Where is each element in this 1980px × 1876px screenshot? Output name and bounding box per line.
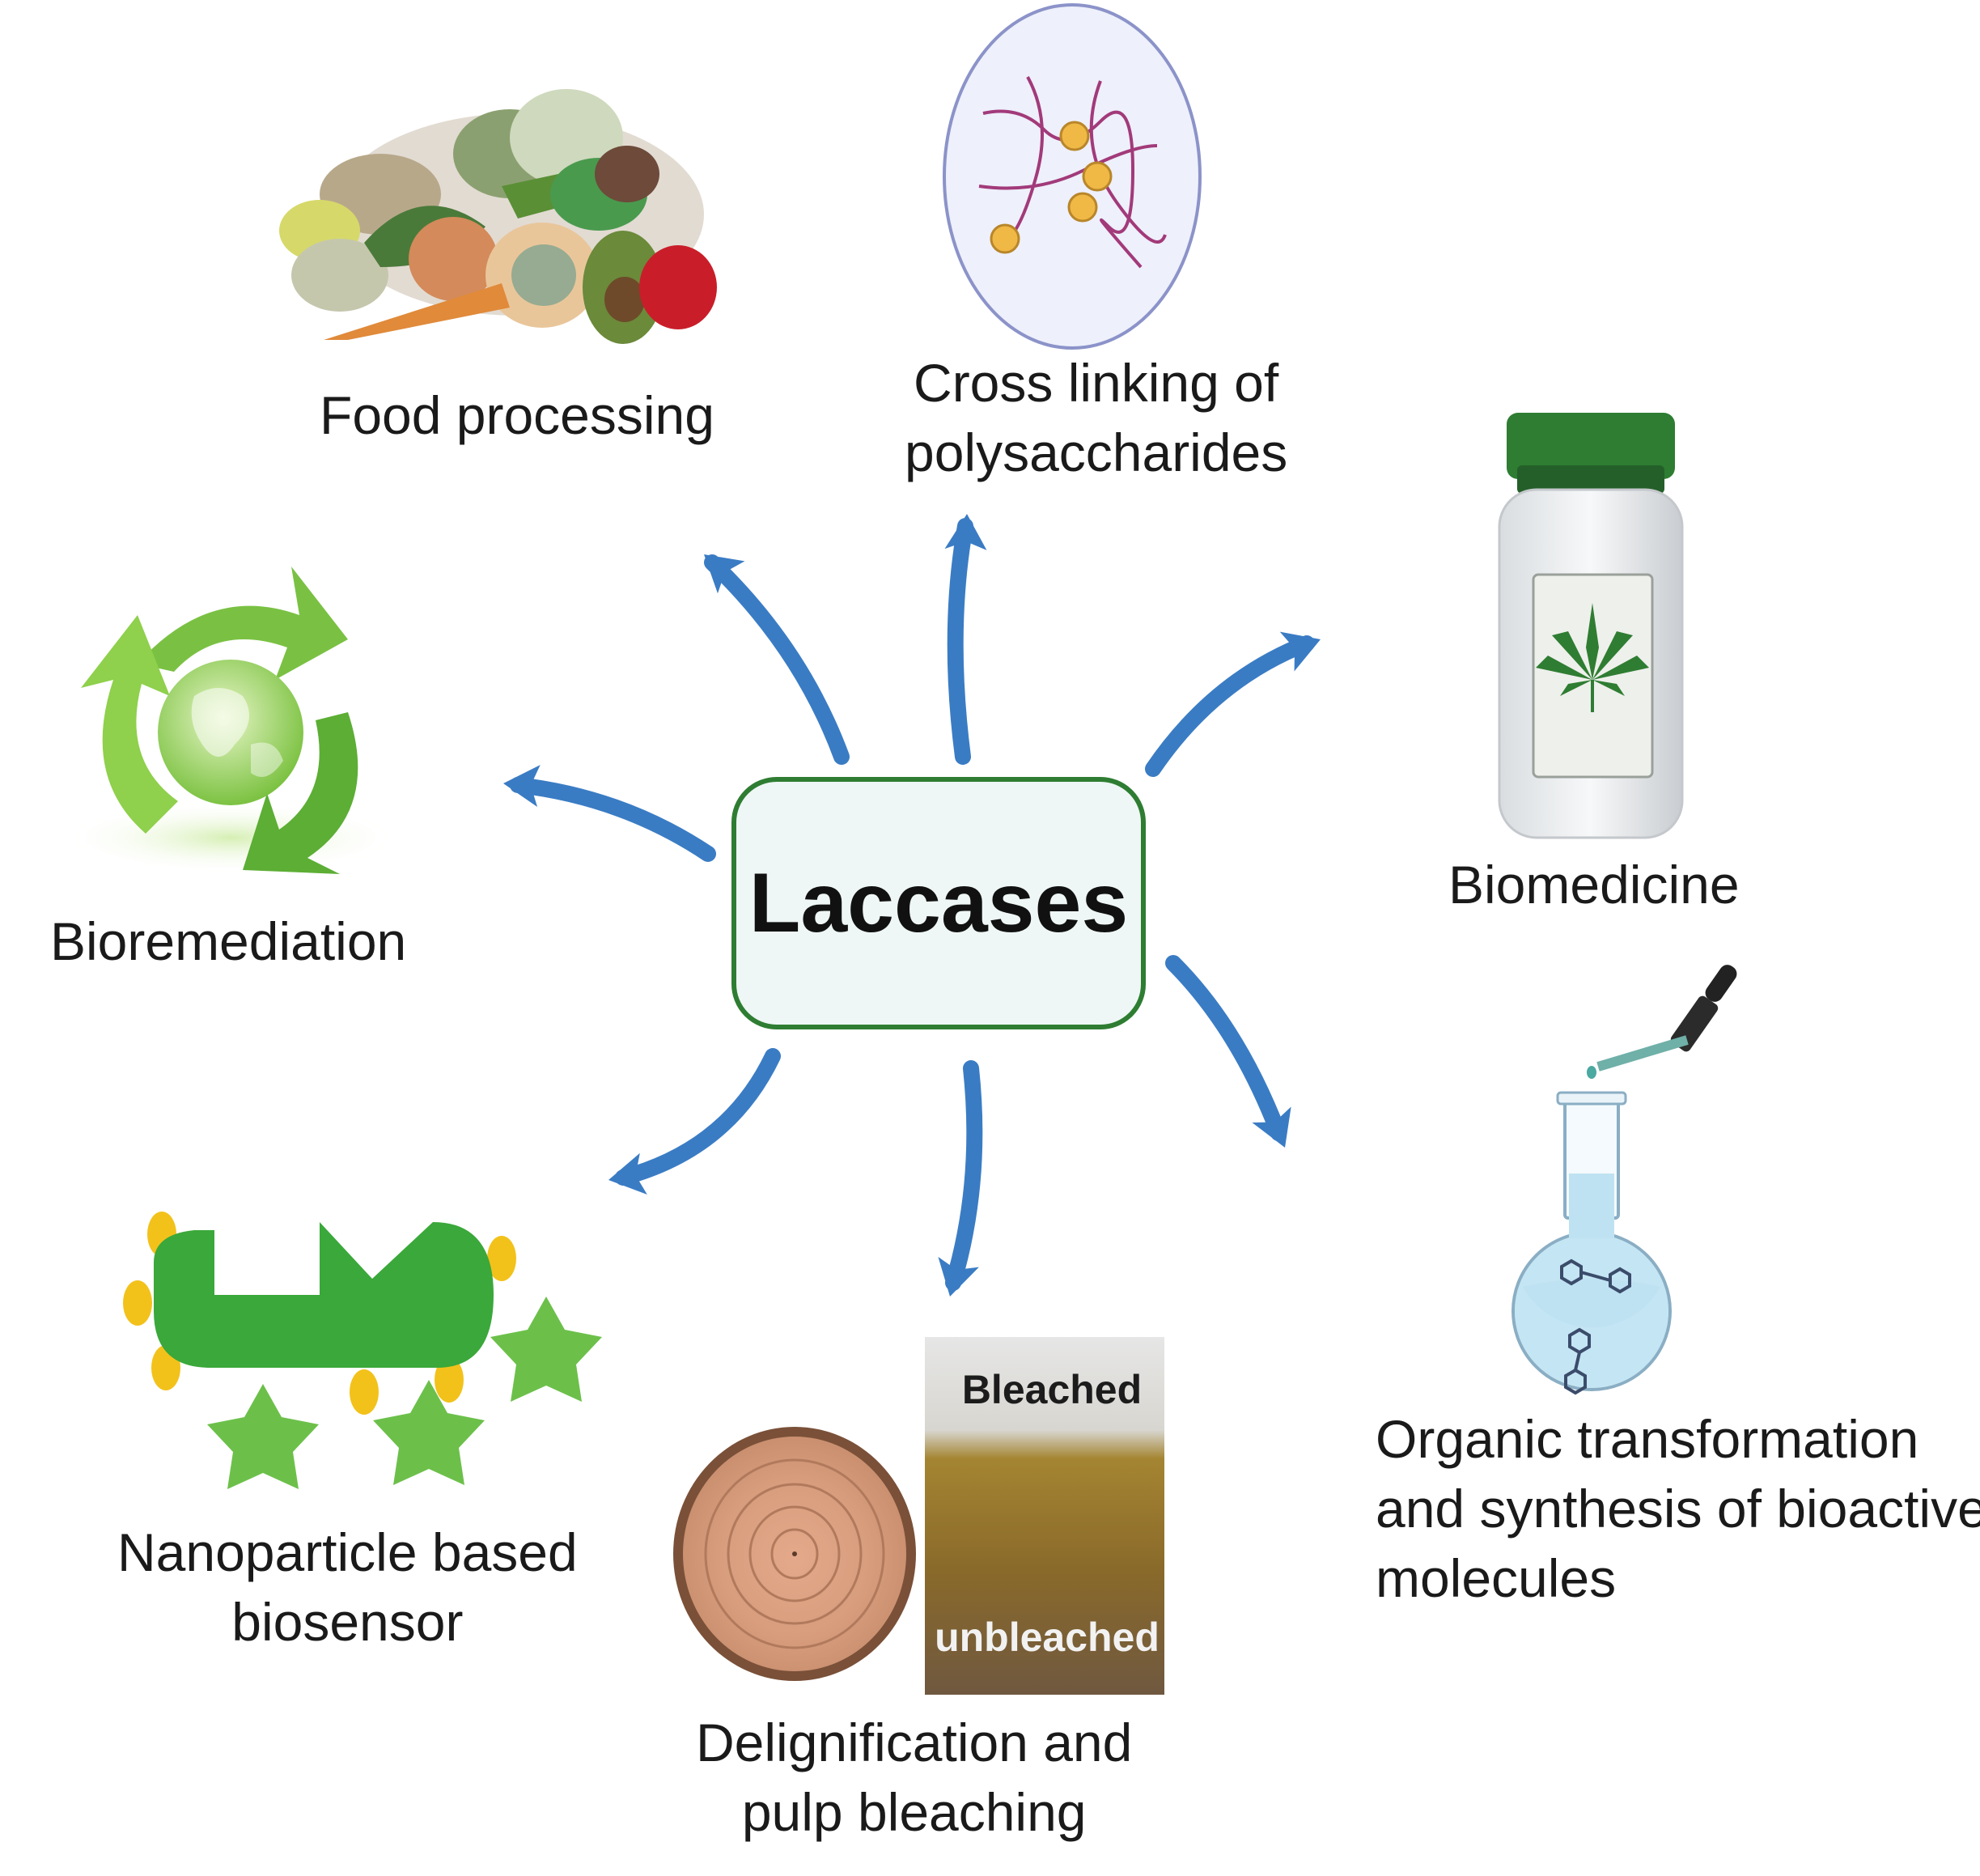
label-biomedicine: Biomedicine xyxy=(1448,855,1740,915)
arrow-to-nanoparticle-biosensor xyxy=(615,1048,781,1186)
polysaccharide-network-icon xyxy=(943,3,1202,350)
arrow-to-organic-transformation-head xyxy=(1252,1106,1291,1148)
nanoparticle-enzyme-icon xyxy=(123,1212,602,1489)
arrow-to-nanoparticle-biosensor-head xyxy=(608,1152,647,1195)
label-nanoparticle-biosensor: Nanoparticle based biosensor xyxy=(117,1522,578,1652)
arrow-to-biomedicine xyxy=(1145,635,1315,777)
vegetables-pile-icon xyxy=(279,89,717,344)
pulp-photo xyxy=(925,1337,1164,1695)
recycle-globe-icon xyxy=(61,567,401,874)
arrow-to-food-processing-head xyxy=(704,554,745,594)
arrow-to-cross-linking-head xyxy=(944,514,987,550)
label-delignification: Delignification and pulp bleaching xyxy=(696,1713,1133,1842)
laccases-center-box: Laccases xyxy=(731,777,1146,1029)
label-organic-transformation: Organic transformation and synthesis of … xyxy=(1376,1409,1980,1608)
medicine-bottle-cannabis-icon xyxy=(1498,413,1684,839)
arrow-to-organic-transformation xyxy=(1165,955,1287,1141)
arrow-to-delignification xyxy=(945,1060,983,1291)
flask-dropper-icon xyxy=(1511,965,1737,1395)
arrow-to-bioremediation xyxy=(510,777,716,862)
arrows-group xyxy=(503,514,1321,1297)
arrow-to-biomedicine-head xyxy=(1279,631,1321,672)
label-bioremediation: Bioremediation xyxy=(50,911,407,971)
label-food-processing: Food processing xyxy=(320,385,714,445)
arrow-to-cross-linking xyxy=(947,518,973,765)
pulp-unbleached-label: unbleached xyxy=(935,1615,1160,1660)
arrow-to-bioremediation-head xyxy=(503,765,541,808)
arrow-to-delignification-head xyxy=(938,1257,979,1297)
label-cross-linking: Cross linking of polysaccharides xyxy=(905,353,1288,482)
center-label: Laccases xyxy=(748,855,1129,950)
arrow-to-food-processing xyxy=(704,554,850,765)
wood-log-and-pulp-icon: Bleached unbleached xyxy=(673,1337,1164,1695)
pulp-bleached-label: Bleached xyxy=(962,1367,1142,1412)
